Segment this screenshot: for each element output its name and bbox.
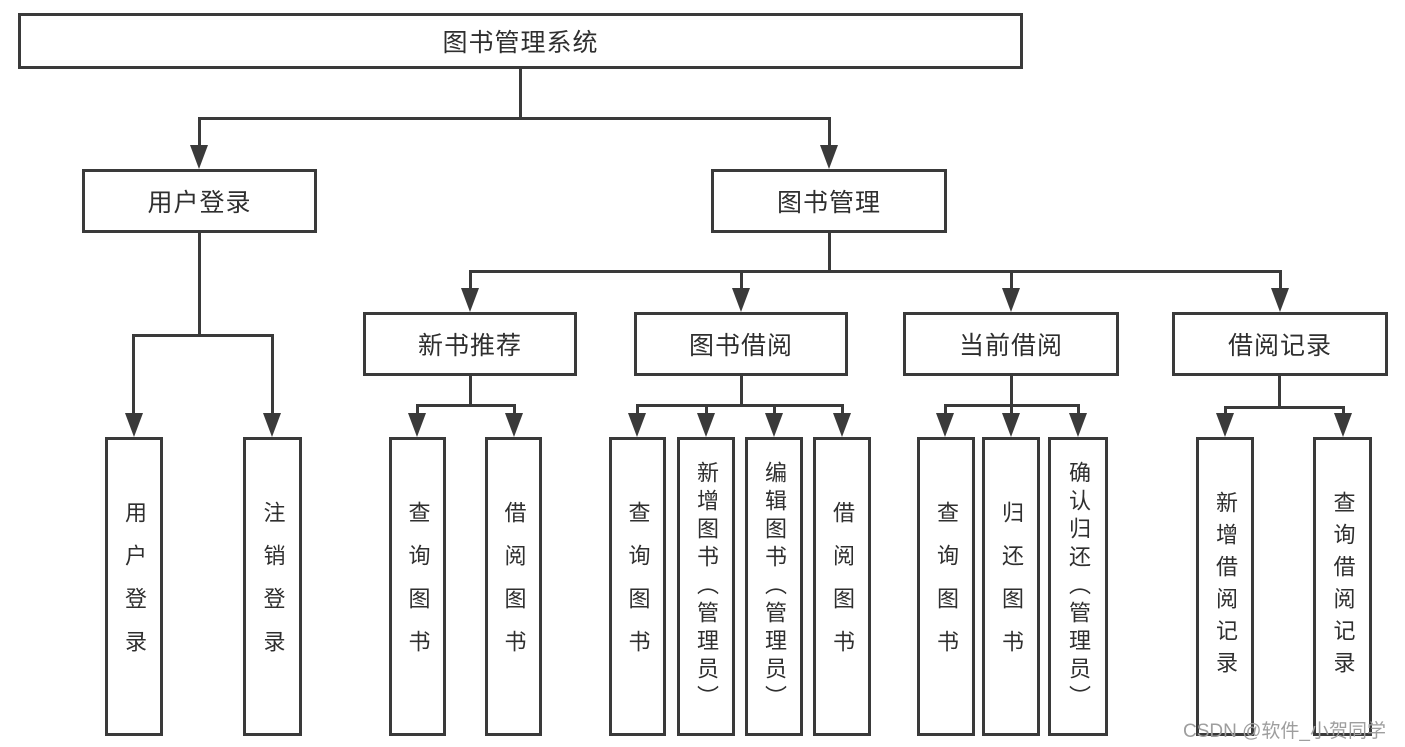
node-borrow-records: 借阅记录 [1172, 312, 1388, 376]
arrowhead-icon [1002, 413, 1020, 437]
connector-level2-bus [469, 270, 1282, 273]
leaf-label: 编辑图书（管理员） [762, 460, 787, 713]
connector-arrow-line [416, 404, 419, 416]
node-root: 图书管理系统 [18, 13, 1023, 69]
leaf-user-login: 用户登录 [105, 437, 163, 736]
leaf-logout: 注销登录 [243, 437, 302, 736]
connector-stem [1010, 375, 1013, 407]
arrowhead-icon [125, 413, 143, 437]
connector-arrow-line [1224, 406, 1227, 416]
connector-stem [740, 375, 743, 407]
node-user-login: 用户登录 [82, 169, 317, 233]
leaf-add-books-admin: 新增图书（管理员） [677, 437, 735, 736]
node-new-book-recommend-label: 新书推荐 [417, 332, 522, 360]
arrowhead-icon [833, 413, 851, 437]
arrowhead-icon [1069, 413, 1087, 437]
leaf-query-books-2: 查询图书 [609, 437, 666, 736]
leaf-query-borrow-record: 查询借阅记录 [1313, 437, 1372, 736]
arrowhead-icon [936, 413, 954, 437]
csdn-watermark: CSDN @软件_小贺同学 [1183, 721, 1386, 742]
connector-arrow-line [513, 404, 516, 416]
arrowhead-icon [732, 288, 750, 312]
arrowhead-icon [1216, 413, 1234, 437]
leaf-edit-books-admin: 编辑图书（管理员） [745, 437, 803, 736]
connector-stem [469, 375, 472, 407]
leaf-borrow-books-2: 借阅图书 [813, 437, 871, 736]
node-book-borrow: 图书借阅 [634, 312, 848, 376]
arrowhead-icon [697, 413, 715, 437]
leaf-add-borrow-record: 新增借阅记录 [1196, 437, 1254, 736]
connector-arrow-line [1010, 404, 1013, 416]
arrowhead-icon [628, 413, 646, 437]
connector-arrow-line [944, 404, 947, 416]
leaf-confirm-return-admin: 确认归还（管理员） [1048, 437, 1108, 736]
connector-bus [416, 404, 516, 407]
leaf-label: 查询借阅记录 [1330, 490, 1356, 683]
arrowhead-icon [1271, 288, 1289, 312]
connector-user-login-bus [132, 334, 274, 337]
connector-arrow-line [198, 117, 201, 147]
connector-arrow-line [1010, 270, 1013, 292]
arrowhead-icon [765, 413, 783, 437]
connector-arrow-line [1342, 406, 1345, 416]
arrowhead-icon [1002, 288, 1020, 312]
node-current-borrow-label: 当前借阅 [958, 332, 1063, 360]
leaf-label: 查询图书 [934, 500, 959, 673]
node-root-label: 图书管理系统 [442, 29, 599, 57]
node-borrow-records-label: 借阅记录 [1227, 332, 1332, 360]
leaf-label: 查询图书 [405, 500, 431, 673]
connector-arrow-line [773, 404, 776, 416]
leaf-label: 注销登录 [260, 500, 286, 673]
leaf-label: 查询图书 [625, 500, 651, 673]
connector-arrow-line [828, 117, 831, 147]
node-book-borrow-label: 图书借阅 [688, 332, 793, 360]
leaf-label: 用户登录 [122, 500, 147, 673]
leaf-label: 借阅图书 [830, 500, 855, 673]
arrowhead-icon [505, 413, 523, 437]
leaf-return-books: 归还图书 [982, 437, 1040, 736]
connector-arrow-line [271, 334, 274, 416]
arrowhead-icon [820, 145, 838, 169]
connector-arrow-line [132, 334, 135, 416]
connector-book-mgmt-stem [828, 232, 831, 273]
leaf-borrow-books-1: 借阅图书 [485, 437, 542, 736]
connector-arrow-line [740, 270, 743, 292]
connector-arrow-line [1077, 404, 1080, 416]
connector-arrow-line [1279, 270, 1282, 292]
connector-arrow-line [841, 404, 844, 416]
connector-arrow-line [469, 270, 472, 292]
leaf-label: 新增借阅记录 [1213, 490, 1238, 683]
leaf-label: 归还图书 [999, 500, 1024, 673]
node-book-management-label: 图书管理 [776, 189, 881, 217]
arrowhead-icon [1334, 413, 1352, 437]
connector-arrow-line [636, 404, 639, 416]
connector-bus [636, 404, 844, 407]
arrowhead-icon [263, 413, 281, 437]
node-user-login-label: 用户登录 [147, 189, 252, 217]
leaf-query-books-3: 查询图书 [917, 437, 975, 736]
leaf-label: 借阅图书 [501, 500, 527, 673]
arrowhead-icon [461, 288, 479, 312]
node-book-management: 图书管理 [711, 169, 947, 233]
connector-bus [1224, 406, 1345, 409]
arrowhead-icon [190, 145, 208, 169]
leaf-label: 新增图书（管理员） [694, 460, 719, 713]
leaf-query-books-1: 查询图书 [389, 437, 446, 736]
node-current-borrow: 当前借阅 [903, 312, 1119, 376]
node-new-book-recommend: 新书推荐 [363, 312, 577, 376]
leaf-label: 确认归还（管理员） [1066, 460, 1091, 713]
connector-level1-bus [198, 117, 831, 120]
arrowhead-icon [408, 413, 426, 437]
connector-arrow-line [705, 404, 708, 416]
connector-root-stem [519, 68, 522, 120]
connector-user-login-stem [198, 232, 201, 337]
connector-stem [1278, 375, 1281, 409]
